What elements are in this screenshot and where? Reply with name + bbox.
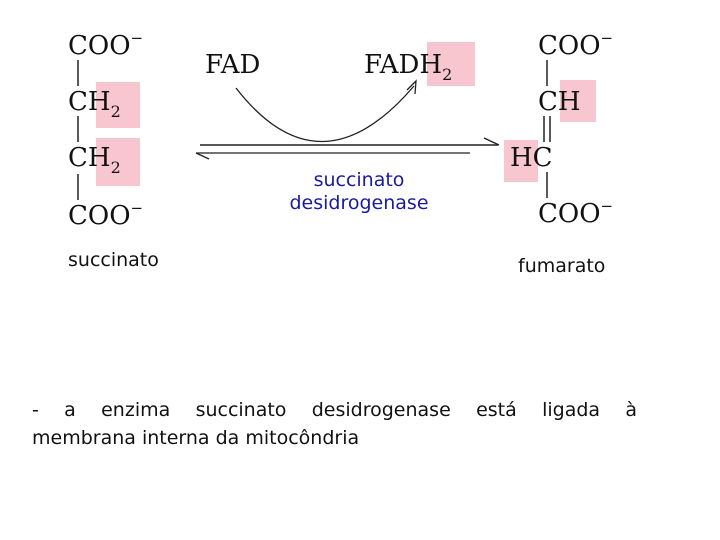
reaction-diagram: COO− CH2 CH2 COO− FAD FADH2 succinato de… xyxy=(68,29,613,277)
highlight-ch2-bottom xyxy=(96,138,140,186)
enzyme-label-line1: succinato xyxy=(314,169,405,191)
succinate-coo-top: COO− xyxy=(68,29,143,61)
fumarate-ch: CH xyxy=(538,87,581,117)
caption: - a enzima succinato desidrogenase está … xyxy=(32,396,637,452)
fumarate-coo-bottom: COO− xyxy=(538,197,613,229)
cofactor-arrowhead xyxy=(406,79,417,95)
succinate-ch2-bottom: CH2 xyxy=(68,143,121,177)
reverse-arrowhead xyxy=(195,152,210,160)
fumarate-hc: HC xyxy=(510,143,553,173)
cofactor-curved-arrow xyxy=(235,85,415,143)
succinate-ch2-top: CH2 xyxy=(68,87,121,121)
enzyme-label-line2: desidrogenase xyxy=(289,192,428,214)
fad-label: FAD xyxy=(205,50,260,80)
fumarate-name: fumarato xyxy=(518,255,605,277)
highlight-h-bottom xyxy=(504,140,538,182)
highlight-h-top xyxy=(560,80,596,122)
fadh2-label: FADH2 xyxy=(364,50,452,84)
succinate-name: succinato xyxy=(68,249,159,271)
forward-arrowhead xyxy=(483,137,500,146)
caption-line-1: - a enzima succinato desidrogenase está … xyxy=(32,399,637,421)
caption-line-2: membrana interna da mitocôndria xyxy=(32,427,360,449)
highlight-fadh2 xyxy=(427,42,475,86)
highlight-ch2-top xyxy=(96,82,140,128)
fumarate-coo-top: COO− xyxy=(538,29,613,61)
succinate-coo-bottom: COO− xyxy=(68,199,143,231)
